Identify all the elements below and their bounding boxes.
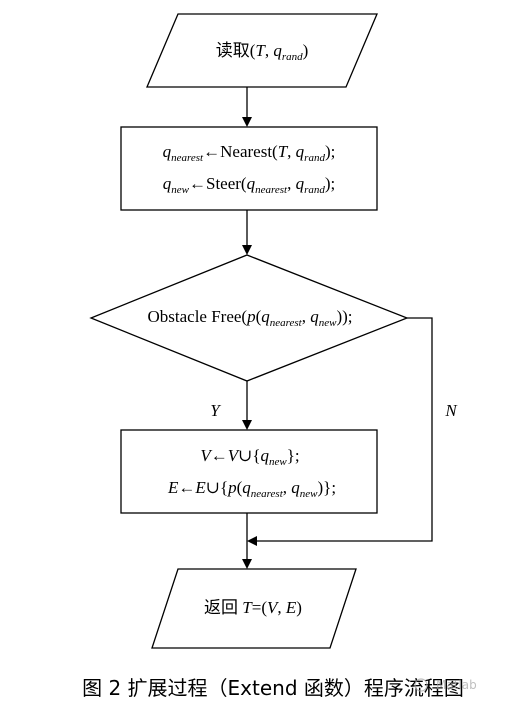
arrow-read-to-process bbox=[242, 87, 252, 127]
obstacle-free-decision-node: Obstacle Free(p(qnearest, qnew)); bbox=[89, 254, 409, 382]
return-node-label: 返回 T=(V, E) bbox=[204, 598, 302, 617]
yes-branch-label: Y bbox=[210, 401, 221, 420]
yes-branch-arrow bbox=[242, 381, 252, 430]
process-rectangle-shape bbox=[120, 126, 378, 211]
add-edge-statement: E←E∪{p(qnearest, qnew)}; bbox=[167, 478, 336, 500]
steer-statement: qnew←Steer(qnearest, qrand); bbox=[163, 174, 335, 196]
return-output-node: 返回 T=(V, E) bbox=[151, 568, 357, 649]
nearest-steer-process-node: qnearest←Nearest(T, qrand); qnew←Steer(q… bbox=[120, 126, 378, 211]
arrow-process-to-decision bbox=[242, 210, 252, 255]
arrow-to-return bbox=[242, 513, 252, 569]
add-vertex-edge-process-node: V←V∪{qnew}; E←E∪{p(qnearest, qnew)}; bbox=[120, 429, 378, 514]
watermark-logo-icon bbox=[414, 678, 428, 692]
read-input-node: 读取(T, qrand) bbox=[146, 13, 378, 88]
decision-label: Obstacle Free(p(qnearest, qnew)); bbox=[147, 307, 352, 329]
watermark-text: Matlab bbox=[436, 678, 477, 692]
return-parallelogram-shape bbox=[151, 568, 357, 649]
read-parallelogram-shape bbox=[146, 13, 378, 88]
add-rectangle-shape bbox=[120, 429, 378, 514]
watermark: Matlab bbox=[414, 678, 477, 692]
figure-caption: 图 2 扩展过程（Extend 函数）程序流程图 bbox=[82, 676, 464, 700]
no-branch-label: N bbox=[444, 401, 458, 420]
no-branch-arrow bbox=[247, 317, 433, 546]
nearest-statement: qnearest←Nearest(T, qrand); bbox=[163, 142, 336, 164]
